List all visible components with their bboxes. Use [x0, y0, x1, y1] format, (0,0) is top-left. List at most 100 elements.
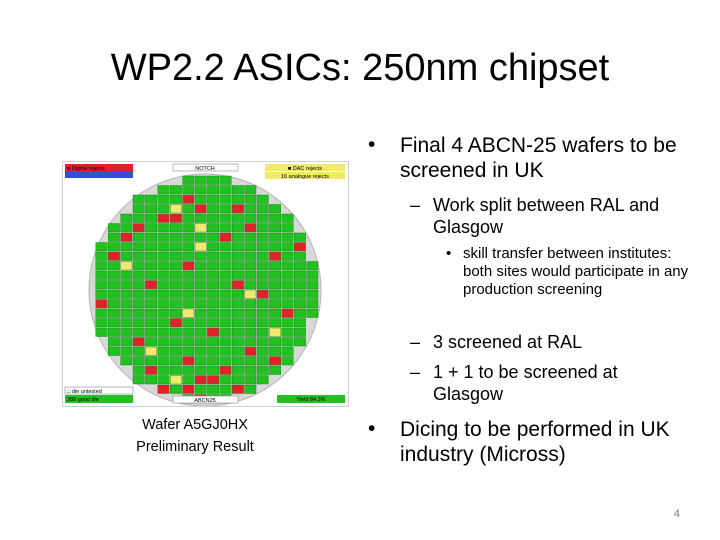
- wafer-die: [157, 327, 170, 337]
- wafer-die: [182, 299, 195, 309]
- wafer-die: [120, 337, 133, 347]
- legend-product-label: ABCN25: [194, 398, 215, 404]
- sub-bullet-ral: 3 screened at RAL: [433, 332, 583, 352]
- wafer-die: [269, 337, 281, 347]
- wafer-die: [244, 280, 257, 290]
- wafer-die: [182, 384, 195, 394]
- wafer-die: [207, 375, 219, 385]
- wafer-die: [194, 384, 207, 394]
- wafer-die: [244, 384, 257, 394]
- wafer-die: [120, 251, 133, 261]
- wafer-die: [132, 365, 145, 375]
- wafer-die: [219, 365, 232, 375]
- wafer-die: [231, 270, 244, 280]
- wafer-die: [145, 327, 158, 337]
- wafer-die: [182, 289, 195, 299]
- wafer-die: [132, 261, 145, 271]
- wafer-die: [231, 251, 244, 261]
- wafer-die: [231, 356, 244, 366]
- wafer-die: [194, 213, 207, 223]
- wafer-die: [132, 308, 145, 318]
- wafer-die: [219, 280, 232, 290]
- bullet-marker: •: [368, 417, 376, 440]
- wafer-die: [182, 318, 195, 328]
- legend-analogue-label: 16 analogue rejects: [281, 174, 329, 180]
- wafer-die: [281, 261, 294, 271]
- wafer-die: [269, 299, 281, 309]
- wafer-die: [108, 223, 120, 233]
- wafer-die: [231, 213, 244, 223]
- wafer-die: [157, 375, 170, 385]
- wafer-die: [281, 280, 294, 290]
- wafer-die: [145, 251, 158, 261]
- wafer-die: [120, 223, 133, 233]
- wafer-die: [182, 261, 195, 271]
- wafer-die: [169, 270, 182, 280]
- wafer-die: [182, 308, 195, 318]
- wafer-die: [108, 346, 120, 356]
- wafer-die: [157, 185, 170, 195]
- wafer-die: [293, 308, 306, 318]
- wafer-die: [256, 375, 269, 385]
- wafer-die: [231, 194, 244, 204]
- wafer-die: [219, 242, 232, 252]
- legend-dac-label: ■ DAC rejects: [288, 166, 322, 172]
- wafer-die: [244, 261, 257, 271]
- wafer-die: [256, 299, 269, 309]
- wafer-die: [169, 375, 182, 385]
- wafer-die: [194, 194, 207, 204]
- wafer-die: [231, 384, 244, 394]
- wafer-die: [145, 365, 158, 375]
- wafer-die: [120, 242, 133, 252]
- wafer-die: [145, 356, 158, 366]
- wafer-die: [244, 204, 257, 214]
- wafer-die: [182, 223, 195, 233]
- wafer-die: [157, 204, 170, 214]
- wafer-die: [108, 308, 120, 318]
- wafer-caption-line2: Preliminary Result: [136, 439, 254, 455]
- wafer-die: [207, 175, 219, 185]
- wafer-die: [244, 185, 257, 195]
- wafer-die: [256, 280, 269, 290]
- wafer-die: [182, 232, 195, 242]
- wafer-die: [231, 289, 244, 299]
- wafer-die: [219, 185, 232, 195]
- wafer-die: [120, 289, 133, 299]
- sub-sub-bullet-marker: •: [446, 245, 452, 262]
- wafer-die: [256, 270, 269, 280]
- wafer-die: [219, 337, 232, 347]
- wafer-die: [293, 289, 306, 299]
- wafer-die: [120, 327, 133, 337]
- wafer-die: [169, 318, 182, 328]
- wafer-die: [108, 299, 120, 309]
- wafer-die: [182, 242, 195, 252]
- wafer-die: [194, 280, 207, 290]
- wafer-die: [145, 242, 158, 252]
- wafer-die: [269, 318, 281, 328]
- wafer-die: [132, 213, 145, 223]
- wafer-die: [269, 289, 281, 299]
- wafer-die: [95, 327, 108, 337]
- bullet-marker: •: [368, 133, 376, 156]
- wafer-die: [219, 223, 232, 233]
- wafer-die: [256, 337, 269, 347]
- wafer-die: [269, 223, 281, 233]
- wafer-die: [244, 251, 257, 261]
- wafer-die: [219, 261, 232, 271]
- wafer-die: [182, 270, 195, 280]
- wafer-die: [293, 318, 306, 328]
- wafer-die: [207, 213, 219, 223]
- wafer-die: [182, 327, 195, 337]
- wafer-die: [132, 223, 145, 233]
- wafer-die: [256, 251, 269, 261]
- wafer-die: [132, 232, 145, 242]
- wafer-die: [157, 261, 170, 271]
- wafer-die: [95, 242, 108, 252]
- wafer-die: [207, 185, 219, 195]
- wafer-die: [145, 346, 158, 356]
- wafer-die: [108, 232, 120, 242]
- wafer-die: [157, 242, 170, 252]
- wafer-die: [194, 365, 207, 375]
- wafer-die: [169, 213, 182, 223]
- wafer-die: [169, 194, 182, 204]
